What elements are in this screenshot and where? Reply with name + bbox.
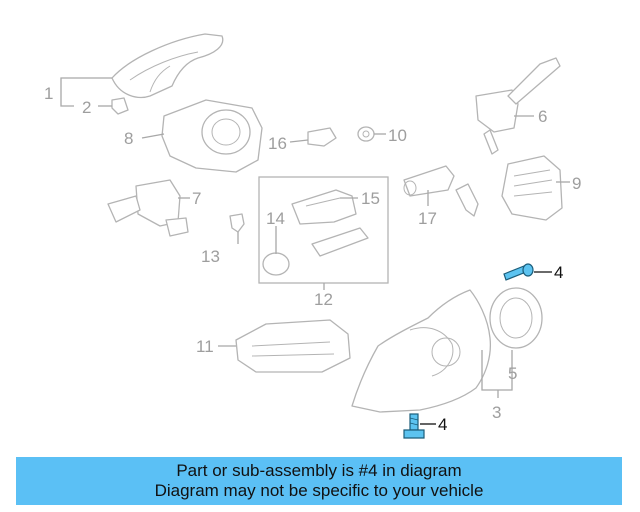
part-17-ignition-switch (403, 165, 479, 217)
callout-2: 2 (82, 98, 91, 117)
part-15-lock-housing (291, 189, 357, 225)
callout-15: 15 (361, 189, 380, 208)
part-8-switch-housing (161, 99, 263, 173)
callout-labels: 1 2 3 4 4 5 6 7 8 9 10 11 12 13 14 15 16… (44, 84, 581, 434)
part-4-screw-lower (403, 413, 425, 439)
part-10-nut (357, 126, 375, 142)
part-2-clip (111, 97, 129, 115)
part-4-screw-upper (503, 263, 534, 281)
part-13-screw (229, 213, 245, 233)
part-16-connector (307, 127, 337, 147)
part-1-upper-shroud (111, 33, 224, 99)
callout-11: 11 (196, 337, 214, 356)
part-3-lower-cover (351, 289, 492, 413)
callout-4-lower: 4 (438, 415, 447, 434)
callout-14: 14 (266, 209, 285, 228)
part-11-control-module (235, 319, 351, 373)
callout-3: 3 (492, 403, 501, 422)
caption-banner: Part or sub-assembly is #4 in diagram Di… (16, 457, 622, 505)
callout-8: 8 (124, 129, 133, 148)
leader-lines (60, 77, 570, 425)
callout-6: 6 (538, 107, 547, 126)
callout-5: 5 (508, 364, 517, 383)
part-14-lock-cylinder (262, 227, 369, 276)
callout-7: 7 (192, 189, 201, 208)
callout-13: 13 (201, 247, 220, 266)
part-5-trim-ring (489, 287, 543, 349)
caption-line-1: Part or sub-assembly is #4 in diagram (176, 461, 462, 480)
callout-4-upper: 4 (554, 263, 563, 282)
part-6-wiper-switch (475, 57, 561, 155)
callout-16: 16 (268, 134, 287, 153)
callout-12: 12 (314, 290, 333, 309)
part-9-switch-module (501, 155, 563, 221)
parts-diagram: 1 2 3 4 4 5 6 7 8 9 10 11 12 13 14 15 16… (44, 33, 581, 439)
callout-1: 1 (44, 84, 53, 103)
callout-10: 10 (388, 126, 407, 145)
caption-line-2: Diagram may not be specific to your vehi… (154, 481, 484, 500)
callout-17: 17 (418, 209, 437, 228)
callout-9: 9 (572, 174, 581, 193)
part-7-turn-signal-switch (107, 179, 189, 237)
